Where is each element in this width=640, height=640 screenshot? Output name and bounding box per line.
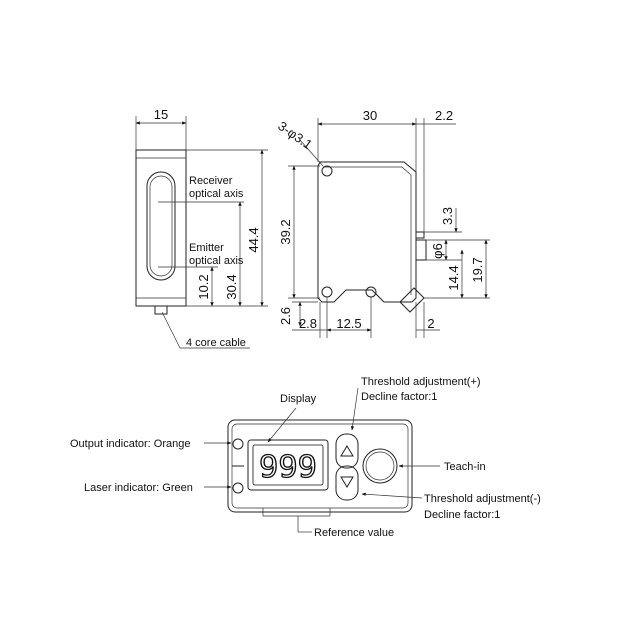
- display-label: Display: [280, 393, 317, 405]
- dim-19-7: 19.7: [470, 257, 485, 282]
- display-frame: [247, 439, 329, 491]
- threshold-plus-label: Threshold adjustment(+): [361, 376, 481, 388]
- threshold-plus-factor: Decline factor:1: [361, 391, 437, 403]
- threshold-minus-label: Threshold adjustment(-): [424, 493, 541, 505]
- laser-indicator-led: [232, 482, 244, 494]
- front-detail-1: [415, 231, 425, 239]
- holes-label: 3-φ3.1: [275, 118, 315, 152]
- dim-2-8: 2.8: [299, 316, 317, 331]
- cable-label: 4 core cable: [186, 337, 246, 349]
- teach-in-button[interactable]: [362, 448, 398, 484]
- receiver-axis-label-1: Receiver: [189, 175, 233, 187]
- mount-hole-1: [321, 165, 333, 177]
- dim-30-4: 30.4: [224, 274, 239, 299]
- output-indicator-led: [232, 438, 244, 450]
- cable-stub: [154, 305, 168, 315]
- dim-44-4: 44.4: [246, 227, 261, 252]
- side-view: 15 Receiver optical axis Emitter optical…: [135, 107, 268, 349]
- dim-side-width: 15: [154, 107, 168, 122]
- display-screen: [252, 444, 324, 486]
- emitter-axis-label-1: Emitter: [189, 242, 224, 254]
- up-arrow-icon: [340, 445, 354, 457]
- front-detail-2: [415, 239, 427, 261]
- threshold-up-button[interactable]: [335, 433, 359, 469]
- laser-indicator-label: Laser indicator: Green: [84, 482, 193, 494]
- dim-3-3: 3.3: [440, 207, 455, 225]
- dim-10-2: 10.2: [196, 274, 211, 299]
- dim-14-4: 14.4: [446, 265, 461, 290]
- dim-12-5: 12.5: [336, 316, 361, 331]
- dim-2: 2: [427, 316, 434, 331]
- dim-2-6: 2.6: [278, 307, 293, 325]
- connector: [399, 287, 425, 313]
- mount-hole-2: [321, 286, 333, 298]
- side-view-body: [135, 149, 187, 307]
- control-panel: 999 Display Threshold adjustment(+) Decl…: [70, 376, 541, 539]
- emitter-axis-label-2: optical axis: [189, 255, 244, 267]
- threshold-minus-factor: Decline factor:1: [424, 509, 500, 521]
- dim-2-2: 2.2: [435, 108, 453, 123]
- teach-in-label: Teach-in: [444, 461, 486, 473]
- output-indicator-label: Output indicator: Orange: [70, 438, 190, 450]
- reference-value-label: Reference value: [314, 527, 394, 539]
- front-view-body: [317, 161, 417, 303]
- dim-front-width: 30: [363, 108, 377, 123]
- threshold-down-button[interactable]: [335, 465, 359, 501]
- dim-phi6: φ6: [430, 243, 445, 259]
- display-digits: 999: [259, 450, 317, 485]
- lens-window: [146, 171, 176, 281]
- receiver-axis-label-2: optical axis: [189, 188, 244, 200]
- dim-39-2: 39.2: [278, 219, 293, 244]
- front-view: 3-φ3.1 30 2.2 39.2 3.3 φ6 14.4 19.7 2.6: [275, 108, 490, 338]
- down-arrow-icon: [340, 476, 354, 488]
